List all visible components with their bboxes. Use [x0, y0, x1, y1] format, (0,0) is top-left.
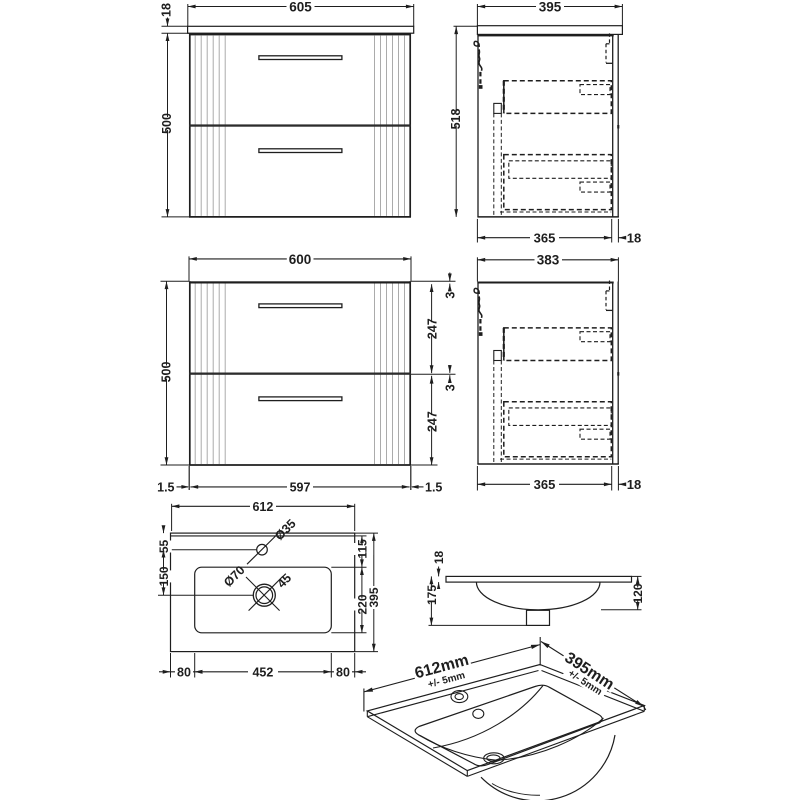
- svg-text:518: 518: [449, 109, 463, 130]
- svg-text:80: 80: [177, 665, 191, 679]
- svg-text:605: 605: [289, 0, 312, 14]
- svg-text:500: 500: [160, 362, 174, 383]
- svg-text:18: 18: [432, 551, 446, 565]
- svg-text:3: 3: [443, 384, 457, 391]
- svg-text:3: 3: [443, 292, 457, 299]
- svg-text:18: 18: [627, 230, 641, 245]
- svg-text:18: 18: [160, 3, 174, 17]
- svg-text:365: 365: [534, 477, 556, 492]
- svg-text:395: 395: [539, 0, 562, 14]
- svg-text:18: 18: [627, 477, 641, 492]
- svg-text:175: 175: [425, 585, 439, 605]
- svg-text:1.5: 1.5: [157, 480, 174, 494]
- svg-text:80: 80: [336, 665, 350, 679]
- svg-text:55: 55: [157, 540, 171, 554]
- svg-text:247: 247: [425, 318, 439, 339]
- svg-text:452: 452: [252, 665, 273, 679]
- svg-text:597: 597: [290, 480, 311, 494]
- svg-text:395: 395: [367, 587, 381, 607]
- svg-text:150: 150: [157, 566, 171, 586]
- svg-text:500: 500: [160, 113, 174, 134]
- svg-text:247: 247: [425, 411, 439, 432]
- svg-text:115: 115: [355, 539, 369, 559]
- svg-text:600: 600: [289, 252, 312, 267]
- svg-text:120: 120: [631, 583, 645, 603]
- svg-text:383: 383: [537, 253, 560, 268]
- svg-text:365: 365: [534, 230, 556, 245]
- svg-text:220: 220: [355, 594, 369, 614]
- svg-text:1.5: 1.5: [425, 480, 442, 494]
- svg-text:612: 612: [252, 500, 273, 514]
